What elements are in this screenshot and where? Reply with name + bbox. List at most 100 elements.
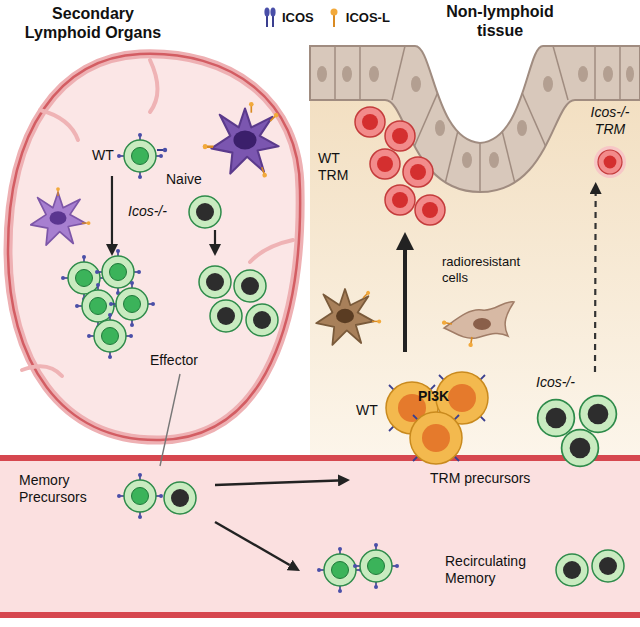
wt-trm-cell	[385, 185, 415, 215]
icos-ko-trm-cell	[598, 150, 622, 174]
connector-arrow	[403, 250, 407, 352]
epithelial-cell-borders-part	[502, 132, 514, 183]
dendritic-cell	[203, 102, 280, 178]
cell-label: Icos-/-	[128, 203, 167, 220]
legend: ICOS ICOS-L	[262, 6, 402, 28]
region-heading: Non-lymphoid tissue	[435, 2, 565, 40]
icos-binding	[157, 145, 213, 152]
blood-vessel	[0, 455, 640, 618]
epithelial-nuclei	[317, 66, 634, 168]
epithelial-cell-borders	[335, 46, 620, 192]
epithelial-nuclei-part	[517, 120, 527, 136]
region-heading: Secondary Lymphoid Organs	[18, 4, 168, 42]
epithelial-nuclei-part	[543, 76, 553, 92]
cell-label: radioresistant cells	[442, 254, 538, 285]
naive-wt-cell: WT	[88, 136, 160, 176]
epithelial-nuclei-part	[317, 66, 327, 82]
dendritic-cell-part	[260, 167, 268, 179]
radioresistant-dendritic-cell-part	[336, 309, 354, 323]
trabeculae	[22, 60, 293, 376]
icos-ko-precursor-cell	[562, 430, 599, 467]
cell-label: PI3K	[418, 388, 449, 405]
icos-binding-part	[207, 146, 213, 148]
icos-head	[264, 8, 269, 17]
icos-ko-recirculating-cell	[556, 554, 588, 586]
cell-label: Memory Precursors	[19, 472, 109, 506]
non-lymphoid-tissue: Non-lymphoid tissue WT TRM Icos-/- TRM radi…	[310, 0, 640, 456]
epithelial-nuclei-part	[462, 152, 472, 168]
connector-arrow	[111, 176, 113, 244]
recirculating-memory: Recirculating Memory	[300, 540, 635, 602]
epithelial-nuclei-part	[626, 66, 634, 82]
vessel-wall	[0, 455, 640, 461]
epithelial-cell-borders-part	[619, 46, 621, 100]
dendritic-cell-part	[82, 221, 91, 225]
icos-ko-precursor-cell	[538, 400, 575, 437]
dendritic-cell-part	[203, 144, 214, 149]
icos-ko-precursor-cell	[580, 396, 617, 433]
trm-halo	[594, 146, 626, 178]
cell-label: WT	[92, 147, 114, 164]
wt-trm-cell	[403, 157, 433, 187]
lymph-node	[8, 54, 300, 440]
epithelial-cell-borders-part	[479, 143, 481, 192]
epithelium	[310, 46, 640, 192]
trabeculae-part	[250, 240, 293, 262]
dendritic-cell-part	[56, 187, 60, 196]
connector-arrow	[594, 194, 597, 372]
connector-line	[160, 374, 180, 466]
legend-item: ICOS	[262, 6, 314, 28]
wt-trm-cell	[385, 121, 415, 151]
epithelial-nuclei-part	[435, 120, 445, 136]
epithelial-nuclei-part	[489, 152, 499, 168]
icos-symbol	[262, 6, 278, 28]
radioresistant-dendritic-cell-part	[362, 290, 371, 299]
radioresistant-dendritic-cell	[316, 289, 381, 345]
wt-trm-cells: WT TRM	[315, 104, 455, 232]
epithelial-cell-borders-part	[392, 46, 405, 100]
icos-ko-naive-cell	[189, 196, 221, 228]
wt-recirculating-cell	[353, 543, 399, 589]
icos-binding-part	[157, 149, 163, 151]
epithelial-cell-borders-part	[415, 93, 438, 146]
vessel-wall	[0, 612, 640, 618]
fibroblast-part	[444, 302, 514, 339]
icos-ko-recirculating-cell	[592, 550, 624, 582]
icos-ko-precursors: Icos-/-	[530, 372, 635, 468]
dendritic-cell-part	[211, 109, 278, 174]
radioresistant-dendritic-cell-part	[372, 319, 381, 323]
connector-arrow	[215, 480, 338, 485]
icos-l-stalk	[333, 15, 335, 27]
dendritic-cell-part	[249, 102, 254, 113]
fibroblast	[442, 302, 514, 348]
fibroblast-part	[473, 318, 491, 330]
lymphoid-organ: Secondary Lymphoid OrgansWT Icos-/- Effect…	[0, 2, 305, 448]
icos-l-symbol	[326, 6, 342, 28]
wt-recirculating-cell	[317, 547, 363, 593]
fibroblast-part	[468, 337, 474, 348]
legend-text: ICOS	[282, 10, 314, 25]
cell-label: WT TRM	[318, 150, 358, 184]
wt-trm-cell	[355, 107, 385, 137]
epithelial-nuclei-part	[578, 66, 588, 82]
wt-trm-cell	[415, 195, 445, 225]
cell-label: Effector	[150, 352, 198, 369]
epithelial-nuclei-part	[411, 76, 421, 92]
wt-effector-cell	[109, 281, 155, 327]
dendritic-cell-part	[233, 131, 256, 150]
epithelial-cell-borders-part	[334, 46, 336, 100]
dendritic-cell-part	[31, 193, 85, 246]
icos-binding-part	[203, 145, 207, 149]
connector-arrow	[214, 230, 216, 244]
legend-item: ICOS-L	[326, 6, 390, 28]
icos-ko-effector-cell	[234, 270, 266, 302]
icos-binding-part	[163, 148, 167, 152]
wt-naive-cell	[117, 133, 163, 179]
icos-head	[270, 8, 275, 17]
dendritic-cell	[31, 187, 91, 245]
trabeculae-part	[22, 366, 62, 376]
icos-ko-trm-cell: Icos-/- TRM	[582, 102, 640, 182]
icos-l-head	[330, 9, 337, 16]
stage-label: Naive	[166, 171, 202, 188]
